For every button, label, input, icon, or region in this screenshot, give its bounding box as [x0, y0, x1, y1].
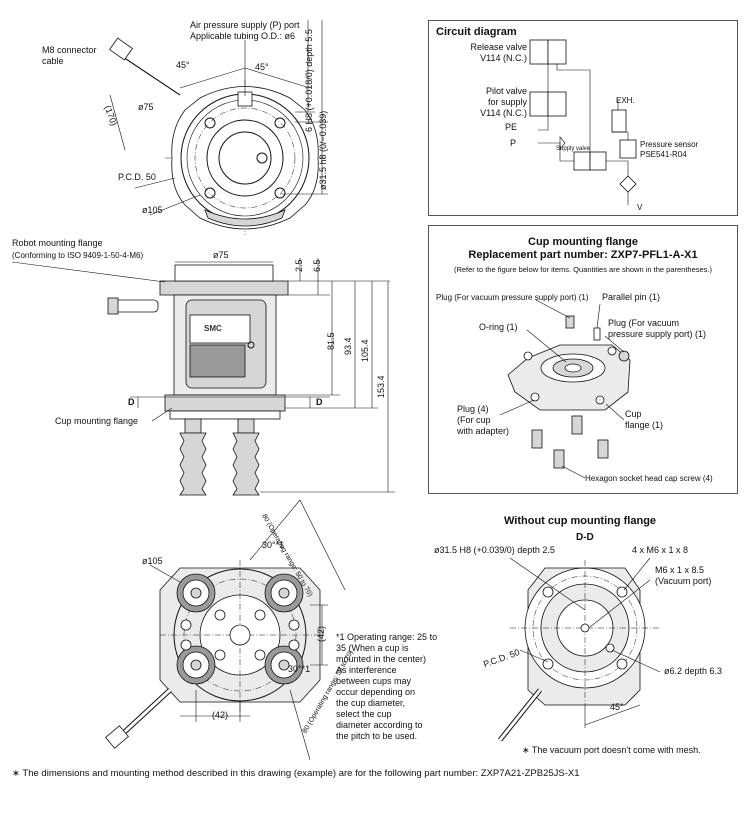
- cup-flange-item-label: Cup flange (1): [625, 409, 664, 430]
- parallel-pin-label: Parallel pin (1): [602, 292, 661, 302]
- section-dd-label: D-D: [576, 532, 594, 543]
- angle-30-bottom-label: 30°*1: [288, 664, 311, 674]
- dim-81-5-label: 81.5: [326, 332, 336, 350]
- v-label: V: [637, 203, 643, 212]
- robot-flange-label-1: Robot mounting flange: [12, 238, 103, 248]
- dim-31-5-label: ø31.5 h8 (0/−0.039): [318, 110, 328, 190]
- circuit-diagram-drawing: [529, 39, 637, 205]
- circuit-diagram-panel: [428, 20, 738, 216]
- plug-vacuum-label: Plug (For vacuum pressure supply port) (…: [436, 293, 589, 302]
- without-flange-title: Without cup mounting flange: [504, 515, 657, 527]
- cup-flange-panel: [428, 225, 738, 494]
- top-view-drawing: [109, 20, 328, 235]
- dim-153-4-label: 153.4: [376, 375, 386, 398]
- cup-flange-exploded-drawing: [499, 299, 631, 479]
- angle-30-top-label: 30°*1: [262, 540, 285, 550]
- dim-31-5-dd-label: ø31.5 H8 (+0.039/0) depth 2.5: [434, 545, 555, 555]
- footer-note: ∗ The dimensions and mounting method des…: [12, 768, 580, 779]
- angle-right-label: 45°: [255, 62, 269, 72]
- exh-label: EXH.: [616, 96, 635, 105]
- dim-42-right-label: (42): [316, 625, 326, 642]
- operating-range-note: *1 Operating range: 25 to 35 (When a cup…: [336, 632, 438, 741]
- p-label: P: [510, 138, 517, 148]
- dim-6h8-label: 6 H8 (+0.018/0) depth 5.5: [304, 29, 314, 132]
- cup-flange-note: (Refer to the figure below for items. Qu…: [453, 265, 713, 274]
- cup-flange-side-label: Cup mounting flange: [55, 416, 139, 426]
- bottom-view-drawing: [105, 499, 346, 761]
- m6-vacuum-label: M6 x 1 x 8.5 (Vacuum port): [655, 565, 712, 586]
- dia105-bottom-label: ø105: [142, 556, 163, 566]
- pilot-valve-label: Pilot valve for supply V114 (N.C.): [480, 86, 527, 118]
- m6-8-label: 4 x M6 x 1 x 8: [632, 545, 689, 555]
- dim-93-4-label: 93.4: [343, 337, 353, 355]
- air-port-label-2: Applicable tubing O.D.: ø6: [190, 31, 296, 41]
- m8-connector-label: M8 connector cable: [42, 45, 97, 66]
- o-ring-label: O-ring (1): [479, 322, 518, 332]
- cup-flange-panel-title: Cup mounting flange: [528, 236, 638, 248]
- dim-6-5-label: 6.5: [312, 259, 322, 272]
- dia6-2-label: ø6.2 depth 6.3: [664, 666, 723, 676]
- angle-45-dd-label: 45°: [610, 702, 624, 712]
- robot-flange-label-2: (Conforming to ISO 9409-1-50-4-M6): [12, 251, 144, 260]
- pressure-sensor-label: Pressure sensor PSE541-R04: [640, 140, 699, 159]
- dim-105-4-label: 105.4: [360, 339, 370, 362]
- angle-left-label: 45°: [176, 60, 190, 70]
- dd-view-drawing: [498, 557, 661, 742]
- circuit-title: Circuit diagram: [436, 26, 517, 38]
- plug4-label: Plug (4) (For cup with adapter): [457, 404, 510, 436]
- hex-screw-label: Hexagon socket head cap screw (4): [585, 474, 713, 483]
- cup-flange-part-number: Replacement part number: ZXP7-PFL1-A-X1: [468, 249, 698, 261]
- air-port-label-1: Air pressure supply (P) port: [190, 20, 300, 30]
- dim-42-bottom-label: (42): [212, 710, 229, 720]
- smc-brand-logo: SMC: [204, 324, 222, 333]
- pe-label: PE: [505, 122, 518, 132]
- dia75-side-label: ø75: [213, 250, 229, 260]
- section-d-left: D: [128, 397, 135, 407]
- dia75-top-label: ø75: [138, 102, 154, 112]
- pcd50-top-label: P.C.D. 50: [118, 172, 156, 182]
- dia105-top-label: ø105: [142, 205, 163, 215]
- release-valve-label: Release valve V114 (N.C.): [470, 42, 527, 63]
- mesh-note: ∗ The vacuum port doesn't come with mesh…: [522, 745, 701, 755]
- side-view-drawing: [11, 258, 395, 496]
- dim-2-5-label: 2.5: [294, 259, 304, 272]
- plug-vacuum2-label: Plug (For vacuum pressure supply port) (…: [608, 318, 707, 339]
- section-d-right: D: [316, 397, 323, 407]
- supply-valve-label: Supply valve: [556, 146, 591, 152]
